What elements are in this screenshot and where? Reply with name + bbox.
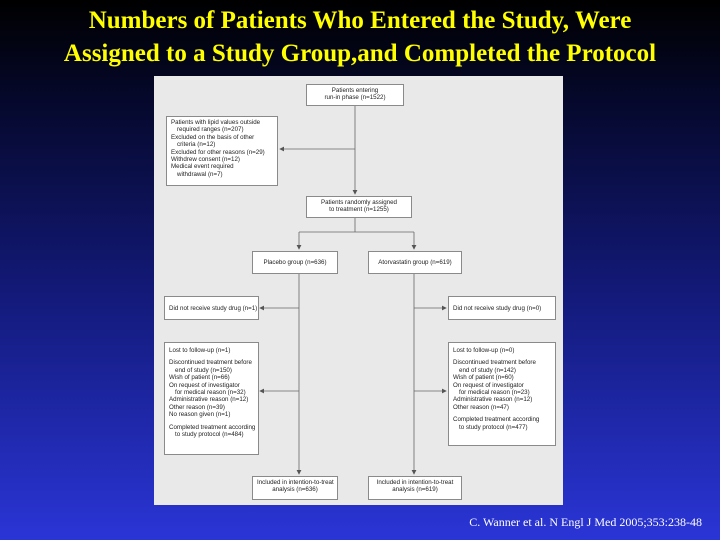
- followup-line: Completed treatment according: [453, 416, 540, 424]
- exclusion-line: Withdrew consent (n=12): [171, 156, 240, 164]
- box-randomized-line: Patients randomly assigned: [320, 199, 397, 206]
- followup-line: Administrative reason (n=12): [453, 396, 533, 404]
- box-atorva-no-drug: Did not receive study drug (n=0): [448, 296, 556, 320]
- box-randomized: Patients randomly assigned to treatment …: [306, 196, 412, 218]
- exclusion-line: withdrawal (n=7): [177, 170, 223, 178]
- followup-line: for medical reason (n=23): [459, 389, 530, 397]
- followup-line: end of study (n=142): [459, 366, 516, 374]
- placebo-no-drug-label: Did not receive study drug (n=1): [169, 305, 258, 312]
- box-placebo-itt: Included in intention-to-treat analysis …: [252, 476, 338, 500]
- box-entering-line: Patients entering: [331, 87, 379, 94]
- followup-line: Completed treatment according: [169, 423, 256, 431]
- exclusion-line: criteria (n=12): [177, 141, 216, 149]
- followup-line: Discontinued treatment before: [453, 359, 536, 367]
- box-atorvastatin-group: Atorvastatin group (n=619): [368, 251, 462, 274]
- followup-line: Wish of patient (n=60): [453, 374, 514, 382]
- followup-line: On request of investigator: [169, 381, 240, 389]
- exclusion-line: Excluded on the basis of other: [171, 133, 255, 141]
- title-line-2: Assigned to a Study Group,and Completed …: [63, 40, 657, 67]
- exclusion-line: Medical event required: [171, 163, 234, 171]
- followup-line: Discontinued treatment before: [169, 359, 252, 367]
- title-line-1: Numbers of Patients Who Entered the Stud…: [88, 7, 632, 34]
- followup-line: to study protocol (n=484): [175, 431, 244, 439]
- placebo-group-label: Placebo group (n=636): [263, 259, 327, 266]
- followup-line: end of study (n=150): [175, 366, 232, 374]
- box-entering-line: run-in phase (n=1522): [324, 94, 386, 102]
- box-placebo-no-drug: Did not receive study drug (n=1): [164, 296, 259, 320]
- consort-flowchart: Patients entering run-in phase (n=1522) …: [154, 76, 563, 505]
- box-exclusions: Patients with lipid values outside requi…: [166, 116, 278, 186]
- followup-line: Lost to follow-up (n=1): [169, 347, 231, 354]
- followup-line: Lost to follow-up (n=0): [453, 347, 515, 354]
- box-placebo-group: Placebo group (n=636): [252, 251, 338, 274]
- citation: C. Wanner et al. N Engl J Med 2005;353:2…: [469, 515, 702, 529]
- atorva-itt-line: Included in intention-to-treat: [376, 479, 454, 486]
- followup-line: Wish of patient (n=66): [169, 374, 230, 382]
- box-atorva-followup: Lost to follow-up (n=0) Discontinued tre…: [448, 342, 556, 446]
- followup-line: Other reason (n=39): [169, 403, 225, 411]
- box-entering: Patients entering run-in phase (n=1522): [306, 84, 404, 106]
- flowchart-connectors: [259, 106, 447, 475]
- exclusion-line: Patients with lipid values outside: [171, 119, 261, 126]
- box-placebo-followup: Lost to follow-up (n=1) Discontinued tre…: [164, 342, 259, 455]
- box-randomized-line: to treatment (n=1255): [329, 206, 389, 214]
- followup-line: Other reason (n=47): [453, 403, 509, 411]
- atorva-itt-line: analysis (n=619): [392, 486, 438, 494]
- followup-line: Administrative reason (n=12): [169, 396, 249, 404]
- followup-line: No reason given (n=1): [169, 411, 231, 419]
- placebo-itt-line: analysis (n=636): [272, 486, 318, 494]
- slide-title: Numbers of Patients Who Entered the Stud…: [0, 4, 720, 70]
- exclusion-line: required ranges (n=207): [177, 126, 244, 134]
- followup-line: to study protocol (n=477): [459, 423, 528, 431]
- exclusion-line: Excluded for other reasons (n=29): [171, 148, 265, 156]
- atorvastatin-group-label: Atorvastatin group (n=619): [378, 259, 452, 266]
- followup-line: On request of investigator: [453, 381, 524, 389]
- followup-line: for medical reason (n=32): [175, 389, 246, 397]
- box-atorva-itt: Included in intention-to-treat analysis …: [368, 476, 462, 500]
- atorva-no-drug-label: Did not receive study drug (n=0): [453, 305, 542, 312]
- placebo-itt-line: Included in intention-to-treat: [257, 479, 334, 486]
